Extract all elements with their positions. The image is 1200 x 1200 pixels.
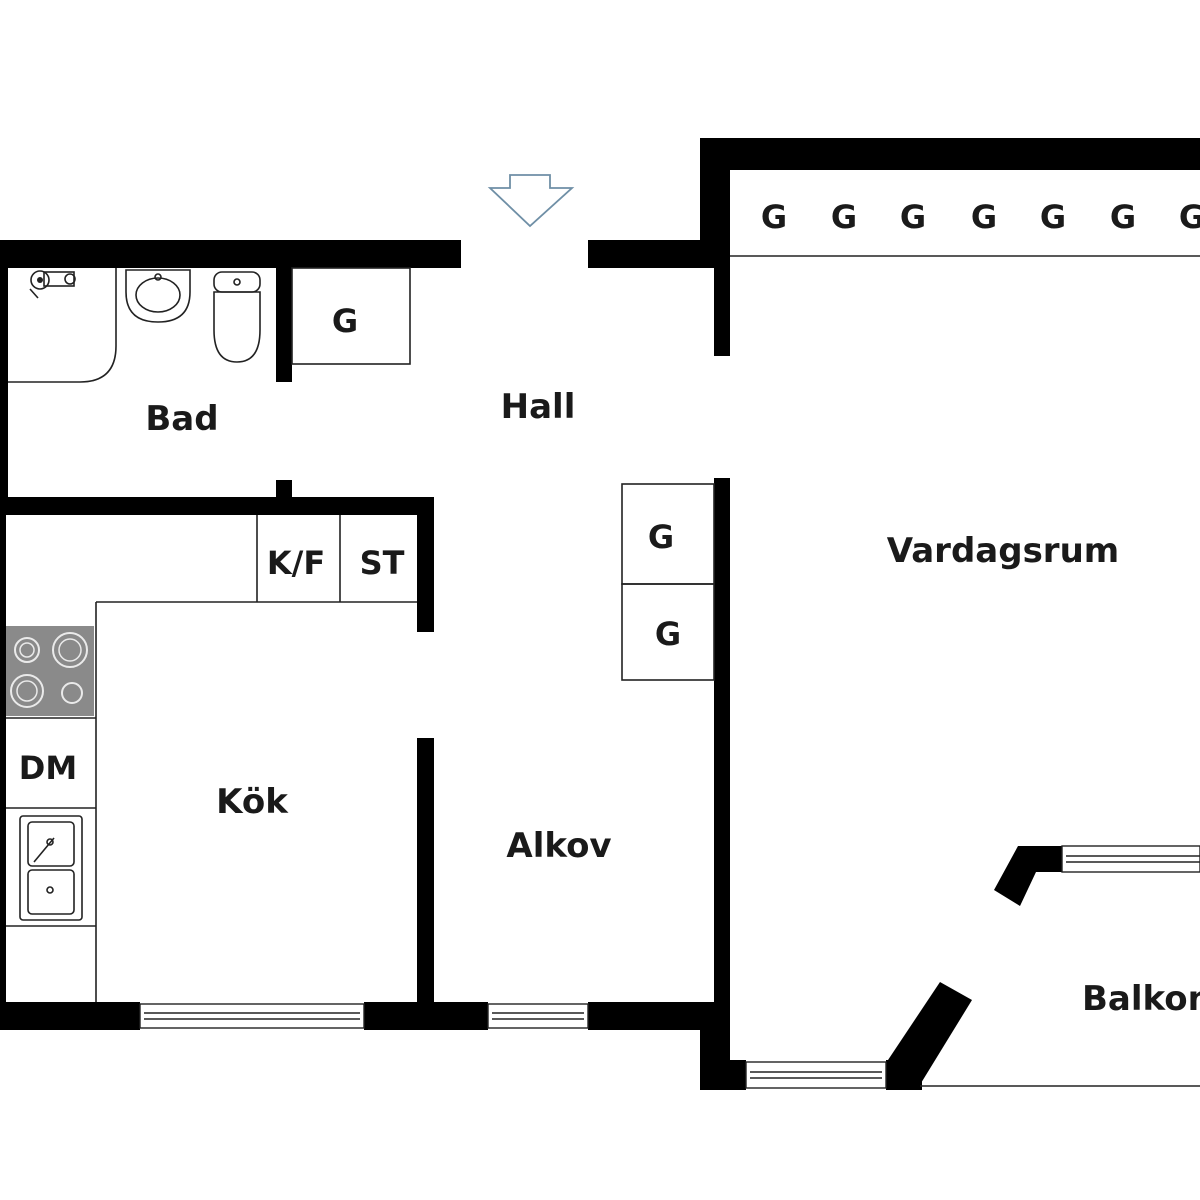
wall-living-top bbox=[700, 138, 1200, 170]
room-label-balkong: Balkong bbox=[1082, 979, 1200, 1019]
window-alkov bbox=[487, 1003, 589, 1029]
room-labels: Bad Hall Vardagsrum Kök Alkov Balkong bbox=[145, 387, 1200, 1019]
wall-bath-right bbox=[276, 268, 292, 382]
entrance-arrow-icon bbox=[487, 174, 575, 228]
wall-bath-kitchen bbox=[0, 497, 434, 515]
wall-bottom-2 bbox=[364, 1002, 488, 1030]
closet-label-wardrobe-2: G bbox=[655, 615, 681, 653]
kitchen-fixtures bbox=[6, 515, 417, 1002]
windows bbox=[139, 845, 1200, 1089]
hall-wardrobes bbox=[621, 483, 715, 681]
closet-label-wardrobe-1: G bbox=[648, 518, 674, 556]
wall-left-kitchen bbox=[0, 497, 6, 1030]
room-label-bad: Bad bbox=[145, 399, 218, 439]
closet-labels: G G G bbox=[332, 302, 681, 653]
wardrobe-row-label: G bbox=[900, 198, 926, 236]
wardrobe-row-label: G bbox=[831, 198, 857, 236]
wardrobe-row-labels: G G G G G G G bbox=[761, 198, 1200, 236]
wall-balcony-lower-angle bbox=[888, 982, 972, 1088]
shower-icon bbox=[29, 270, 76, 299]
wall-kitchen-alkov bbox=[417, 738, 434, 1030]
wall-living-bottom-1 bbox=[700, 1060, 746, 1090]
wall-hall-living-stub bbox=[714, 256, 730, 356]
walls bbox=[0, 138, 1200, 1090]
wardrobe-row-label: G bbox=[1179, 198, 1200, 236]
kitchen-label-fridge-freezer: K/F bbox=[267, 544, 325, 582]
room-label-alkov: Alkov bbox=[506, 826, 611, 866]
stove-icon bbox=[6, 626, 94, 716]
room-label-hall: Hall bbox=[501, 387, 576, 427]
washbasin-icon bbox=[125, 269, 191, 323]
wardrobe-row-label: G bbox=[1110, 198, 1136, 236]
wardrobe-row-label: G bbox=[971, 198, 997, 236]
hall-closet bbox=[291, 267, 411, 365]
wall-bath-right-lower bbox=[276, 480, 292, 500]
bathroom-fixtures bbox=[8, 268, 261, 383]
kitchen-labels: K/F ST DM bbox=[19, 544, 405, 787]
wall-kitchen-right-upper bbox=[417, 497, 434, 632]
toilet-icon bbox=[213, 271, 261, 363]
kitchen-sink-icon bbox=[19, 815, 83, 921]
wall-balcony-upper-angle bbox=[994, 846, 1062, 906]
window-kitchen bbox=[139, 1003, 365, 1029]
wall-bottom-1 bbox=[0, 1002, 140, 1030]
kitchen-label-dishwasher: DM bbox=[19, 749, 77, 787]
wardrobe-row-label: G bbox=[1040, 198, 1066, 236]
room-label-vardagsrum: Vardagsrum bbox=[887, 531, 1119, 571]
window-living-bottom bbox=[745, 1061, 887, 1089]
window-balcony bbox=[1061, 845, 1200, 873]
wall-left-bath bbox=[0, 240, 8, 510]
wardrobe-row-label: G bbox=[761, 198, 787, 236]
wall-alkov-living bbox=[714, 478, 730, 1030]
closet-label-hall: G bbox=[332, 302, 358, 340]
room-label-kok: Kök bbox=[216, 782, 289, 822]
wall-top-left bbox=[0, 240, 461, 268]
kitchen-label-storage: ST bbox=[360, 544, 405, 582]
shower-area bbox=[8, 268, 117, 383]
